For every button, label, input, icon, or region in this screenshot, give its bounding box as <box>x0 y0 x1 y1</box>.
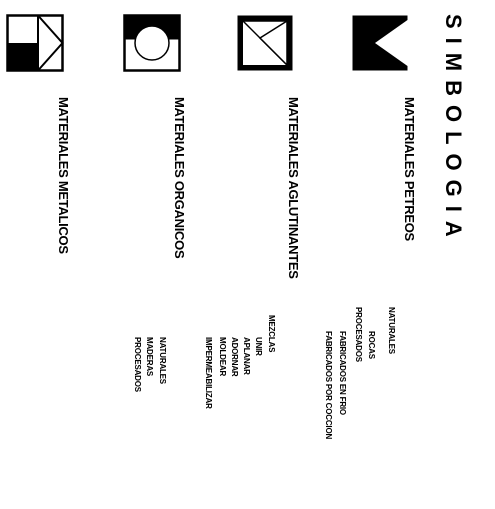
metalicos-symbol-icon <box>6 14 64 72</box>
organicos-label: MATERIALES ORGANICOS <box>172 97 187 259</box>
aglutinantes-item: IMPERMEABILIZAR <box>204 337 213 409</box>
organicos-item: MADERAS <box>145 337 154 377</box>
aglutinantes-item: MEZCLAS <box>267 315 276 353</box>
aglutinantes-item: UNIR <box>254 337 263 356</box>
petreos-item: FABRICADOS POR COCCION <box>324 331 333 440</box>
aglutinantes-item: APLANAR <box>242 337 251 375</box>
organicos-item: NATURALES <box>158 337 167 384</box>
metalicos-label: MATERIALES METALICOS <box>56 97 71 254</box>
organicos-symbol-icon <box>123 14 181 72</box>
organicos-item: PROCESADOS <box>133 337 142 392</box>
petreos-label: MATERIALES PETREOS <box>402 97 417 241</box>
aglutinantes-symbol-icon <box>237 15 293 71</box>
aglutinantes-item: MOLDEAR <box>218 337 227 377</box>
petreos-item: PROCESADOS <box>354 307 363 362</box>
petreos-item: FABRICADOS EN FRIO <box>338 331 347 415</box>
aglutinantes-item: ADORNAR <box>230 337 239 377</box>
aglutinantes-label: MATERIALES AGLUTINANTES <box>286 97 301 279</box>
page-title: SIMBOLOGIA <box>441 14 466 246</box>
petreos-item: ROCAS <box>367 331 376 359</box>
petreos-item: NATURALES <box>387 307 396 354</box>
petreos-symbol-icon <box>352 15 408 71</box>
